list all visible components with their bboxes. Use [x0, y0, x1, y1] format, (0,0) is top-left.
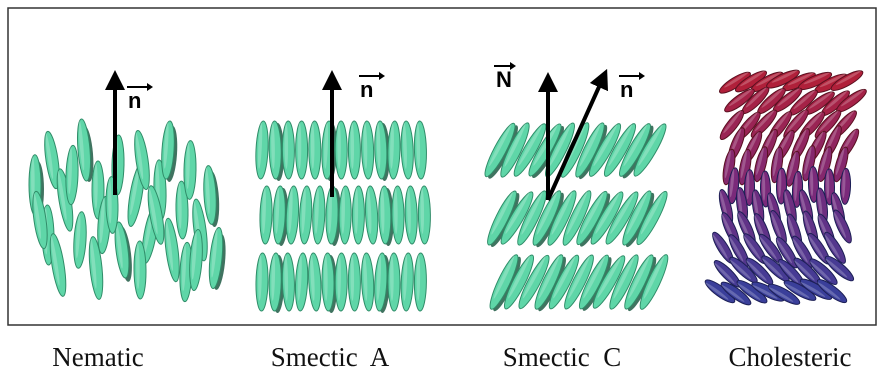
molecule — [414, 253, 427, 311]
molecule — [352, 186, 364, 244]
caption-smectic-c: Smectic C — [482, 340, 642, 374]
smectic-c-panel — [481, 120, 672, 313]
molecule — [309, 121, 321, 179]
caption-nematic: Nematic — [18, 340, 178, 374]
molecule — [348, 253, 360, 311]
caption-smectic-a: Smectic A — [250, 340, 410, 374]
molecule — [296, 121, 308, 179]
molecule — [282, 121, 294, 179]
caption-cholesteric: Cholesteric — [705, 340, 875, 374]
smectic-c-layer-normal-label: N — [496, 67, 512, 92]
molecule — [322, 253, 335, 311]
molecule — [388, 253, 400, 311]
molecule — [134, 241, 147, 299]
smectic-a-director-label: n — [360, 77, 373, 102]
molecule — [348, 121, 360, 179]
smectic-a-panel — [255, 121, 431, 314]
molecule — [339, 186, 352, 244]
nematic-director-label: n — [128, 88, 141, 113]
molecule — [418, 186, 431, 244]
molecule — [335, 121, 347, 179]
molecule — [335, 253, 348, 311]
smectic-c-director-label: n — [620, 77, 633, 102]
